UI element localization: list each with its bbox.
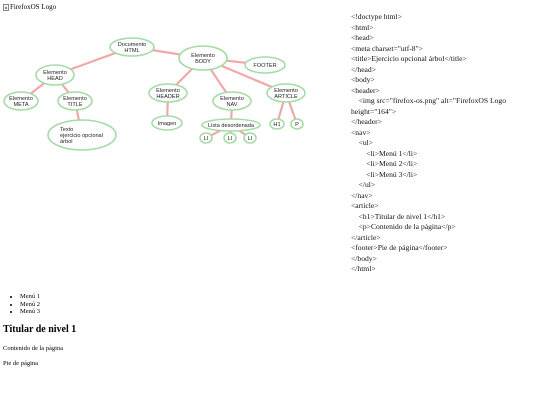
tree-node-shape [243, 132, 257, 144]
tree-node-label: H1 [273, 122, 280, 128]
source-code-panel: <!doctype html><html><head><meta charset… [351, 12, 539, 275]
tree-node-footer: FOOTER [244, 56, 286, 74]
tree-node-label: FOOTER [253, 63, 276, 69]
tree-node-label: Imagen [158, 121, 177, 127]
tree-node-label: LI [248, 136, 253, 142]
tree-node-shape [148, 83, 188, 103]
tree-node-shape [199, 132, 213, 144]
tree-node-li3: LI [243, 132, 257, 144]
tree-node-shape [47, 119, 117, 151]
broken-image-icon [3, 3, 9, 11]
page-heading: Titular de nivel 1 [3, 324, 77, 335]
tree-node-shape [269, 118, 285, 130]
code-line: <article> [351, 201, 379, 210]
code-line: </head> [351, 64, 377, 74]
tree-node-li2: LI [223, 132, 237, 144]
tree-node-ul: Lista desordenada [201, 118, 261, 132]
code-line: <footer>Pie de página</footer> [351, 243, 448, 252]
code-line: <li>Menú 1</li> [351, 148, 418, 158]
code-line: <header> [351, 85, 380, 95]
code-line: </header> [351, 117, 382, 126]
code-line: </nav> [351, 190, 373, 200]
tree-node-shape [223, 132, 237, 144]
nav-menu-list: Menú 1 Menú 2 Menú 3 [8, 293, 40, 316]
menu-item: Menú 2 [20, 301, 40, 309]
menu-item: Menú 3 [20, 308, 40, 316]
code-line: </ul> [351, 180, 376, 189]
tree-node-shape [57, 91, 93, 111]
tree-node-shape [201, 118, 261, 132]
tree-node-shape [35, 64, 75, 86]
tree-node-imagen: Imagen [151, 115, 183, 131]
code-line: <nav> [351, 127, 371, 137]
tree-node-shape [244, 56, 286, 74]
code-line: </article> [351, 232, 381, 242]
tree-node-shape [3, 91, 39, 111]
menu-item: Menú 1 [20, 293, 40, 301]
article-paragraph: Contenido de la página [3, 345, 64, 352]
code-line: <h1>Titular de nivel 1</h1> [351, 211, 446, 221]
code-line: </html> [351, 264, 376, 273]
tree-node-shape [290, 118, 304, 130]
tree-node-label: Lista desordenada [208, 123, 255, 129]
code-line: <body> [351, 75, 375, 84]
tree-node-label: LI [228, 136, 233, 142]
code-line: <img src="firefox-os.png" alt="FirefoxOS… [351, 96, 508, 116]
logo-image: FirefoxOS Logo [3, 3, 56, 11]
logo-alt-text: FirefoxOS Logo [10, 3, 57, 11]
tree-node-h1: H1 [269, 118, 285, 130]
code-line: </body> [351, 253, 377, 263]
code-line: <ul> [351, 138, 374, 147]
tree-node-shape [178, 45, 228, 71]
tree-node-label: LI [204, 136, 209, 142]
code-line: <li>Menú 2</li> [351, 159, 418, 168]
code-line: <li>Menú 3</li> [351, 169, 418, 179]
tree-node-label: P [295, 122, 299, 128]
tree-node-p: P [290, 118, 304, 130]
code-line: <meta charset="utf-8"> [351, 43, 423, 53]
tree-node-shape [151, 115, 183, 131]
code-line: <head> [351, 33, 374, 42]
tree-node-li1: LI [199, 132, 213, 144]
footer-text: Pie de página [3, 360, 39, 367]
code-line: <html> [351, 22, 374, 32]
tree-node-shape [266, 83, 306, 103]
code-line: <p>Contenido de la página</p> [351, 222, 456, 231]
tree-node-shape [109, 37, 155, 57]
tree-node-shape [212, 91, 252, 111]
code-line: <title>Ejercicio opcional árbol</title> [351, 54, 467, 63]
code-line: <!doctype html> [351, 12, 402, 21]
